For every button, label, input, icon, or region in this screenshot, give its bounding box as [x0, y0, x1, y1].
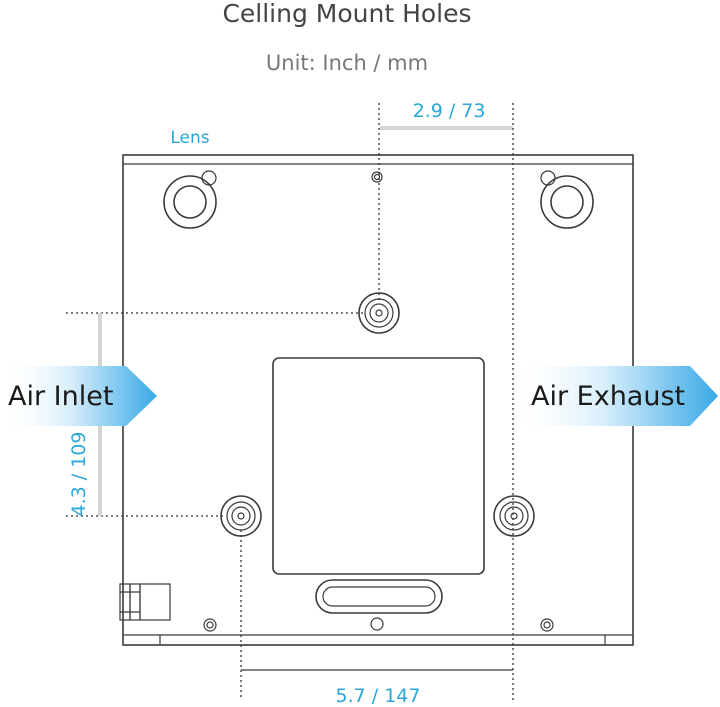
top-dimension-label: 2.9 / 73: [413, 100, 486, 122]
left-dimension-label: 4.3 / 109: [68, 432, 90, 517]
unit-label: Unit: Inch / mm: [266, 51, 428, 75]
small-screw-bottom: [370, 617, 384, 631]
bottom-dimension-label: 5.7 / 147: [336, 685, 421, 707]
mount-hole-bottom-right: [493, 495, 535, 537]
small-screw-bottom-right: [540, 618, 554, 632]
foot-top-left: [163, 170, 217, 229]
small-screw-top: [371, 171, 383, 183]
center-panel: [272, 357, 485, 575]
lens-label: Lens: [170, 128, 209, 148]
bottom-slot: [315, 579, 443, 614]
air-exhaust-label: Air Exhaust: [531, 381, 685, 412]
air-exhaust-arrow: Air Exhaust: [512, 366, 718, 426]
dotted-guides: [66, 103, 514, 700]
page-title: Celling Mount Holes: [222, 0, 471, 28]
small-screw-bottom-left: [203, 618, 217, 632]
side-connector: [119, 583, 171, 621]
air-inlet-label: Air Inlet: [8, 381, 113, 412]
air-inlet-arrow: Air Inlet: [0, 366, 157, 426]
foot-top-right: [540, 170, 594, 229]
